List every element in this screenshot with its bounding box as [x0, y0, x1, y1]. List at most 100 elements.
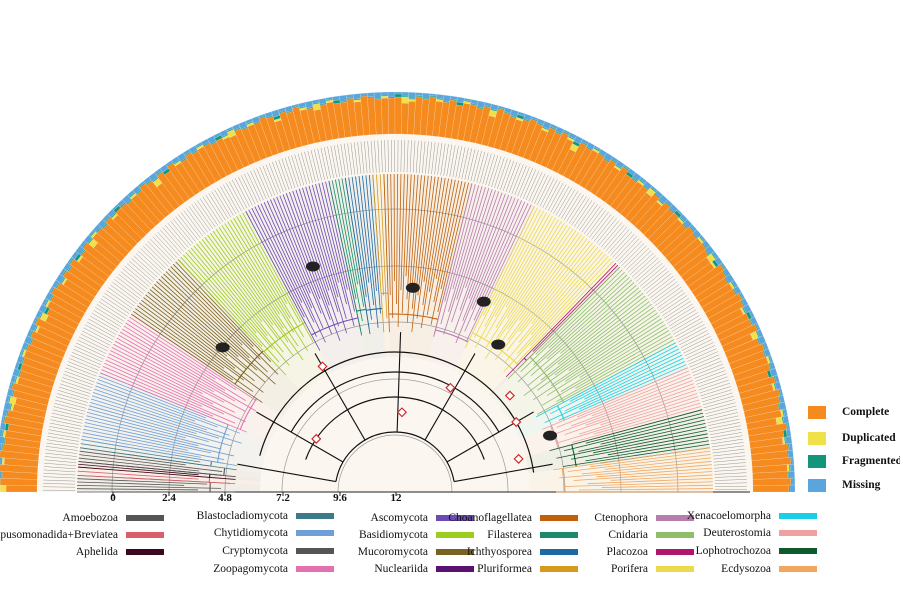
tree-branch	[83, 425, 212, 454]
tree-branch	[506, 242, 593, 352]
tip-label	[330, 145, 337, 178]
tip-label	[91, 312, 120, 330]
clade-sector	[178, 211, 332, 394]
tip-label	[619, 240, 642, 264]
tree-branch	[494, 238, 588, 360]
tip-label	[596, 218, 617, 244]
tip-label	[43, 469, 76, 473]
tree-branch	[204, 236, 294, 357]
tree-branch	[423, 176, 439, 283]
tree-branch	[160, 276, 250, 359]
tip-label	[43, 473, 76, 476]
tip-label	[129, 260, 154, 283]
busco-bar	[388, 97, 396, 135]
tree-branch	[198, 241, 263, 323]
tip-label	[473, 150, 482, 182]
legend-swatch	[296, 513, 334, 520]
tree-branch	[401, 174, 409, 314]
tree-branch	[485, 217, 556, 338]
tip-label	[62, 377, 93, 389]
legend-item: Xenacoelomorpha	[643, 510, 817, 522]
tree-branch	[110, 350, 235, 413]
tree-branch	[459, 192, 503, 311]
tree-branch	[542, 330, 670, 406]
busco-bar	[408, 92, 417, 99]
tree-branch	[519, 240, 591, 332]
tip-label	[241, 175, 256, 205]
tip-label	[662, 298, 689, 317]
node-marker	[445, 382, 456, 393]
tree-branch	[180, 256, 263, 347]
tip-label	[70, 355, 101, 368]
tip-label	[51, 412, 84, 421]
tree-branch	[362, 175, 379, 328]
tree-branch	[196, 243, 284, 353]
tip-label	[297, 153, 308, 185]
tip-label	[350, 142, 356, 175]
tree-branch	[506, 224, 568, 319]
tip-label	[118, 273, 144, 295]
tree-branch	[365, 175, 377, 291]
tree-branch	[529, 258, 612, 347]
tip-label	[455, 146, 463, 178]
tip-label	[67, 361, 98, 374]
busco-bar	[401, 96, 409, 104]
legend-swatch	[126, 549, 164, 556]
tree-branch	[396, 174, 398, 305]
tree-branch	[172, 263, 254, 347]
tree-branch	[163, 273, 268, 373]
tip-label	[702, 395, 734, 406]
tip-label	[655, 286, 682, 306]
tree-branch	[417, 176, 433, 296]
tip-label	[579, 204, 598, 231]
tree-branch	[118, 334, 236, 402]
tip-label	[234, 178, 250, 207]
tree-branch	[568, 309, 656, 371]
tip-label	[133, 255, 158, 278]
tip-label	[581, 206, 601, 233]
tree-branch	[125, 322, 216, 380]
tip-label	[449, 145, 456, 177]
tree-branch	[273, 197, 322, 314]
tree-branch	[224, 223, 295, 333]
tip-label	[658, 292, 686, 311]
tip-label	[584, 207, 604, 235]
tree-branch	[341, 178, 365, 307]
tip-label	[126, 263, 152, 285]
legend-item: Ichthyosporea	[404, 546, 578, 558]
tree-branch	[105, 359, 225, 415]
tree-branch	[86, 415, 222, 450]
tip-label	[694, 367, 725, 379]
tip-label	[262, 165, 276, 196]
tree-branch	[554, 303, 652, 376]
tree-branch	[560, 327, 668, 392]
tip-label	[641, 268, 667, 289]
clade-sector	[77, 461, 261, 482]
legend-swatch	[808, 479, 826, 492]
tip-label	[631, 255, 656, 278]
tip-label	[197, 200, 216, 228]
tree-branch	[481, 201, 526, 299]
tip-label	[497, 158, 508, 189]
tip-label	[110, 284, 137, 304]
tree-branch	[81, 435, 202, 458]
busco-bar	[422, 92, 430, 99]
tree-branch	[495, 232, 580, 350]
tip-label	[49, 426, 81, 433]
tip-label	[607, 229, 630, 254]
tree-branch	[573, 471, 713, 481]
legend-item: Deuterostomia	[643, 527, 817, 539]
tip-label	[250, 170, 264, 201]
tip-label	[710, 432, 742, 439]
busco-bar	[752, 478, 792, 486]
tip-label	[639, 265, 665, 287]
tree-branch	[251, 207, 317, 337]
tip-label	[712, 452, 745, 457]
tip-label	[291, 155, 302, 187]
tree-branch	[587, 477, 713, 485]
legend-swatch	[808, 455, 826, 468]
tip-label	[43, 466, 76, 470]
tree-branch	[411, 175, 422, 286]
tree-branch	[604, 457, 712, 470]
